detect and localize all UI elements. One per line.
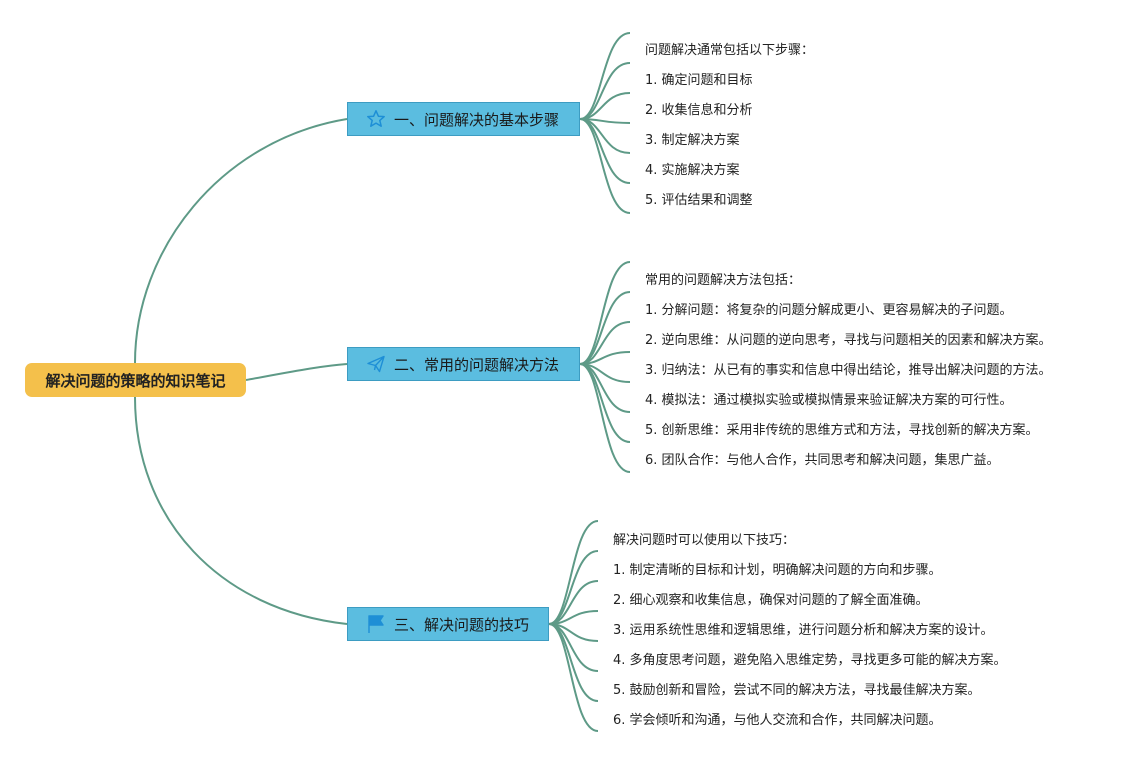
branch-label: 三、解决问题的技巧 [394, 615, 530, 634]
leaf-item[interactable]: 6. 学会倾听和沟通，与他人交流和合作，共同解决问题。 [613, 713, 942, 728]
leaf-item[interactable]: 5. 评估结果和调整 [645, 193, 753, 208]
branch-basic-steps[interactable]: 一、问题解决的基本步骤 [347, 102, 580, 136]
branch-common-methods[interactable]: 二、常用的问题解决方法 [347, 347, 580, 381]
branch-label: 一、问题解决的基本步骤 [394, 110, 560, 129]
connector-curve [579, 261, 631, 365]
paper-plane-icon [366, 354, 386, 374]
connector-curve [548, 623, 599, 672]
leaf-item[interactable]: 3. 运用系统性思维和逻辑思维，进行问题分析和解决方案的设计。 [613, 623, 994, 638]
leaf-item[interactable]: 3. 制定解决方案 [645, 133, 740, 148]
star-icon [366, 109, 386, 129]
connector-curve [548, 550, 599, 625]
leaf-item[interactable]: 1. 制定清晰的目标和计划，明确解决问题的方向和步骤。 [613, 563, 942, 578]
flag-icon [366, 614, 386, 634]
root-label: 解决问题的策略的知识笔记 [45, 371, 226, 390]
leaf-item[interactable]: 问题解决通常包括以下步骤： [645, 43, 815, 58]
connector-curve [134, 396, 348, 625]
connector-curve [579, 62, 631, 120]
leaf-item[interactable]: 6. 团队合作：与他人合作，共同思考和解决问题，集思广益。 [645, 453, 1000, 468]
leaf-item[interactable]: 常用的问题解决方法包括： [645, 273, 802, 288]
leaf-item[interactable]: 解决问题时可以使用以下技巧： [613, 533, 796, 548]
branch-label: 二、常用的问题解决方法 [394, 355, 560, 374]
connector-curve [579, 291, 631, 365]
connector-curve [579, 32, 631, 120]
leaf-item[interactable]: 2. 逆向思维：从问题的逆向思考，寻找与问题相关的因素和解决方案。 [645, 333, 1052, 348]
branch-techniques[interactable]: 三、解决问题的技巧 [347, 607, 549, 641]
connector-curve [245, 363, 348, 381]
connector-curve [579, 363, 631, 413]
leaf-item[interactable]: 3. 归纳法：从已有的事实和信息中得出结论，推导出解决问题的方法。 [645, 363, 1052, 378]
leaf-item[interactable]: 5. 创新思维：采用非传统的思维方式和方法，寻找创新的解决方案。 [645, 423, 1039, 438]
connector-curve [579, 363, 631, 473]
leaf-item[interactable]: 1. 确定问题和目标 [645, 73, 753, 88]
connector-curve [548, 623, 599, 732]
connector-curve [579, 118, 631, 214]
leaf-item[interactable]: 5. 鼓励创新和冒险，尝试不同的解决方法，寻找最佳解决方案。 [613, 683, 981, 698]
leaf-item[interactable]: 4. 实施解决方案 [645, 163, 740, 178]
root-topic[interactable]: 解决问题的策略的知识笔记 [25, 363, 246, 397]
leaf-item[interactable]: 4. 多角度思考问题，避免陷入思维定势，寻找更多可能的解决方案。 [613, 653, 1007, 668]
leaf-item[interactable]: 1. 分解问题：将复杂的问题分解成更小、更容易解决的子问题。 [645, 303, 1013, 318]
connector-curve [548, 520, 599, 625]
leaf-item[interactable]: 2. 收集信息和分析 [645, 103, 753, 118]
leaf-item[interactable]: 2. 细心观察和收集信息，确保对问题的了解全面准确。 [613, 593, 929, 608]
leaf-item[interactable]: 4. 模拟法：通过模拟实验或模拟情景来验证解决方案的可行性。 [645, 393, 1013, 408]
connector-curve [134, 118, 348, 364]
